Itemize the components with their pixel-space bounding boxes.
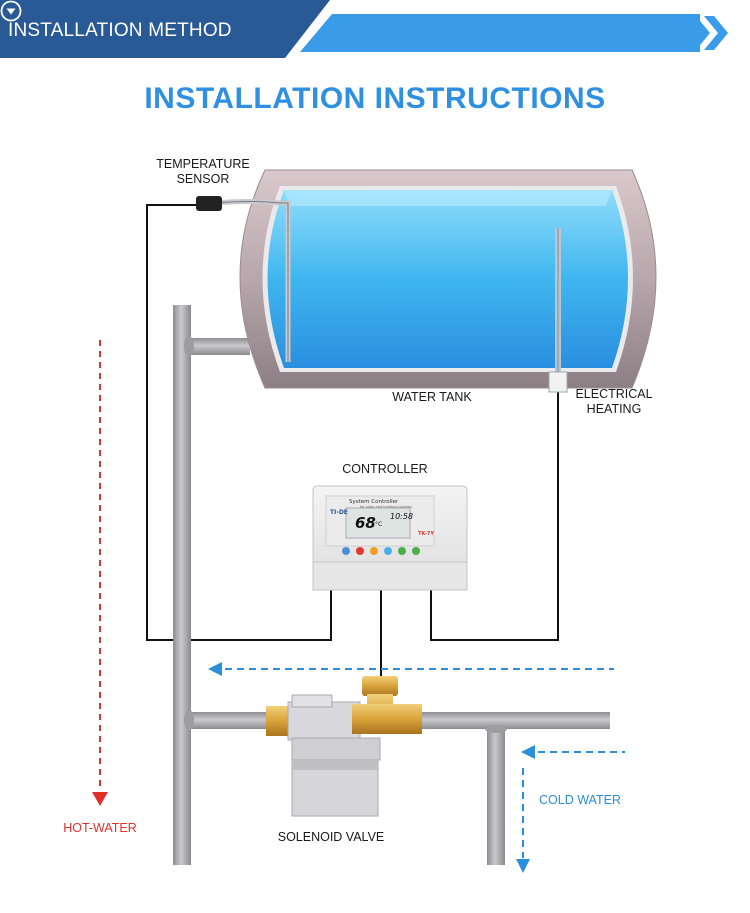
chevron-down-circle-icon[interactable]: [0, 0, 22, 22]
hot-water-label: HOT-WATER: [63, 821, 137, 835]
solenoid-valve-label: SOLENOID VALVE: [277, 830, 385, 844]
banner-title: INSTALLATION METHOD: [8, 20, 232, 41]
brass-tee-fitting: [352, 676, 422, 734]
heating-wire: [430, 392, 559, 641]
controller-model: TK-7Y: [418, 531, 435, 537]
controller-label: CONTROLLER: [342, 462, 428, 476]
hot-water-flow-arrow: [92, 340, 108, 806]
tank-outlet-pipe: [188, 338, 250, 355]
water-tank: [239, 169, 657, 389]
electrical-heating-element: [548, 228, 568, 393]
page-title: INSTALLATION INSTRUCTIONS: [144, 82, 606, 115]
banner-light-segment: [300, 14, 700, 52]
banner-background: [0, 0, 750, 58]
cold-inlet-pipe: [487, 728, 505, 865]
lcd-time: 10:58: [390, 512, 414, 521]
cold-flow-arrow-top: [208, 662, 614, 676]
sensor-wire: [146, 204, 332, 641]
lcd-temperature: 68: [355, 514, 376, 532]
temperature-sensor-label-line1: TEMPERATURE: [156, 157, 250, 171]
cold-flow-arrow-inlet: [516, 745, 625, 873]
temperature-sensor: [196, 196, 291, 362]
controller-unit: [312, 485, 468, 591]
section-banner: INSTALLATION METHOD: [0, 0, 750, 64]
cold-water-label: COLD WATER: [539, 793, 621, 807]
double-chevron-right-icon: [668, 16, 728, 50]
banner-dark-segment: [0, 0, 330, 58]
electrical-heating-label: ELECTRICAL HEATING: [566, 387, 662, 417]
lcd-unit: °C: [375, 521, 383, 528]
temperature-sensor-label-line2: SENSOR: [176, 172, 230, 186]
controller-subheader: for solar and heating systems: [360, 505, 413, 509]
solenoid-valve: [266, 694, 381, 817]
controller-buttons: [342, 547, 420, 555]
hot-water-pipe: [173, 305, 191, 865]
controller-header: System Controller: [349, 499, 399, 505]
electrical-heating-label-line1: ELECTRICAL: [575, 387, 653, 401]
temperature-sensor-label: TEMPERATURE SENSOR: [148, 157, 258, 187]
water-tank-label: WATER TANK: [392, 390, 472, 404]
electrical-heating-label-line2: HEATING: [586, 402, 642, 416]
controller-brand: TI-DE: [330, 509, 348, 516]
